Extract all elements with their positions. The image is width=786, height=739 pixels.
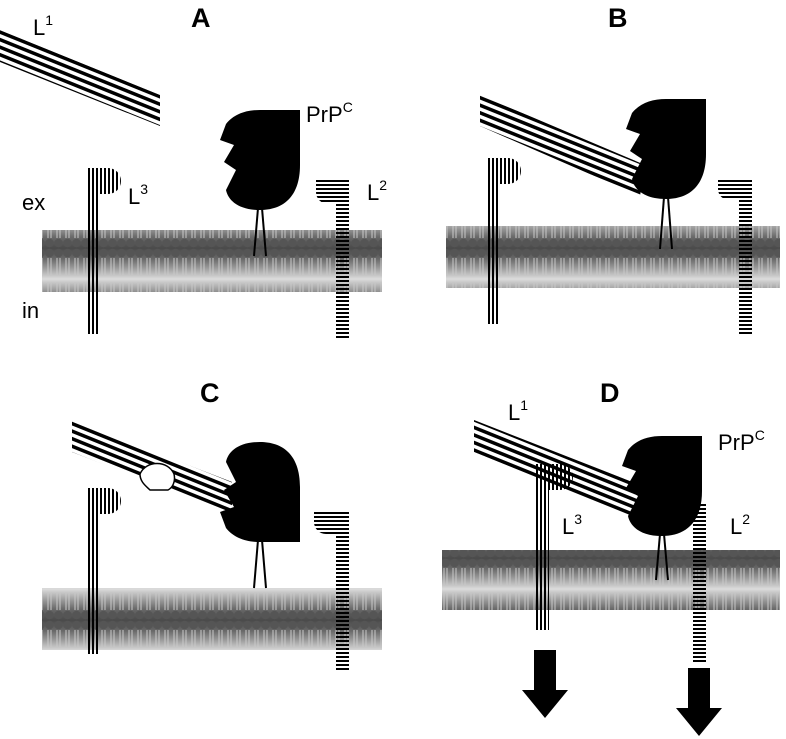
prp-c — [622, 436, 702, 581]
membrane — [446, 226, 780, 288]
panel-a: A L1 L3 PrPC L2 ex in — [0, 3, 387, 340]
signal-arrow-down — [676, 668, 722, 736]
ligand-l3 — [487, 158, 521, 324]
prp-c — [220, 442, 300, 589]
ligand-l2 — [314, 510, 349, 670]
ligand-l1 — [72, 420, 232, 514]
panel-c: C — [42, 378, 382, 670]
ligand-l3 — [86, 488, 121, 654]
signal-arrow-down — [522, 650, 568, 718]
ligand-l2 — [717, 178, 752, 336]
prp-c — [626, 99, 706, 250]
label-prp-c: PrPC — [306, 99, 353, 127]
panel-letter-b: B — [608, 3, 628, 33]
ligand-l3 — [86, 168, 121, 334]
label-in: in — [22, 298, 39, 323]
panel-letter-c: C — [200, 378, 220, 408]
label-l1: L1 — [33, 12, 53, 40]
panel-d: D L1 L3 PrPC L2 — [442, 378, 780, 736]
ligand-l2 — [316, 180, 349, 340]
ligand-l2 — [667, 502, 706, 662]
label-l1: L1 — [508, 397, 528, 425]
ligand-l1 — [480, 95, 645, 196]
label-ex: ex — [22, 190, 45, 215]
label-prp-c: PrPC — [718, 427, 765, 455]
prp-c — [220, 110, 300, 257]
panel-b: B — [446, 3, 780, 336]
label-l3: L3 — [562, 511, 582, 539]
label-l2: L2 — [730, 511, 750, 539]
ligand-l1 — [0, 30, 160, 126]
ligand-l3 — [536, 464, 573, 630]
label-l3: L3 — [128, 181, 148, 209]
label-l2: L2 — [367, 177, 387, 205]
panel-letter-d: D — [600, 378, 620, 408]
panel-letter-a: A — [191, 3, 211, 33]
membrane — [442, 550, 780, 610]
